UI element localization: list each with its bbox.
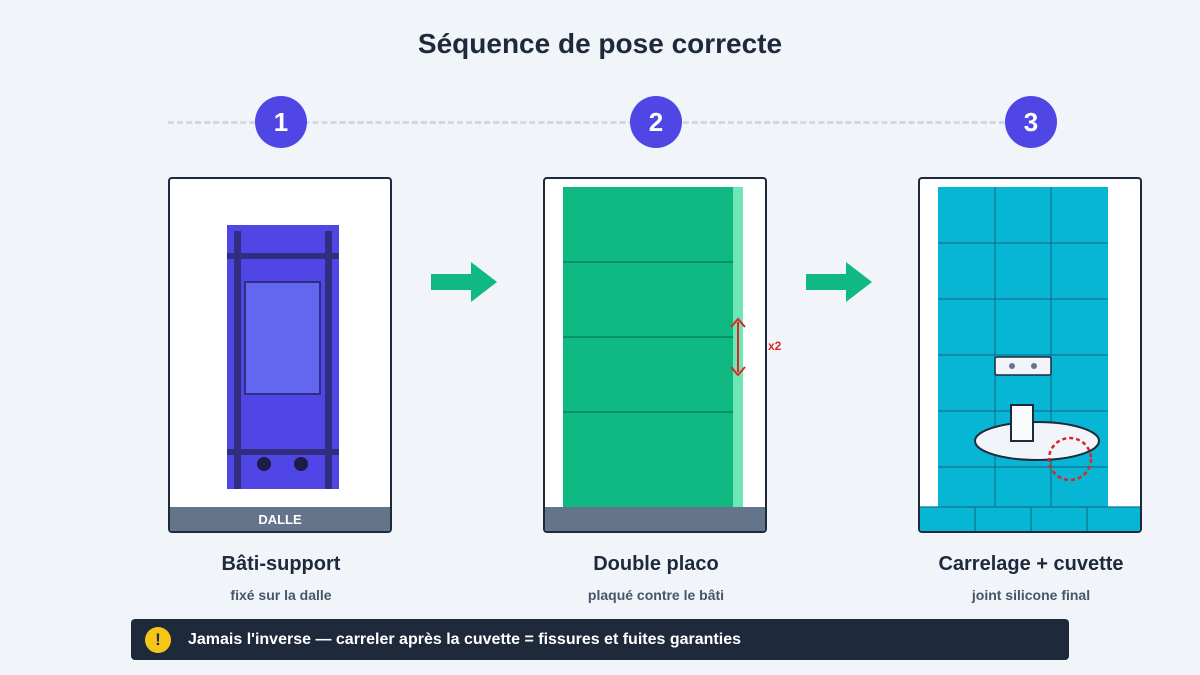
thickness-label: x2 [768,339,782,353]
fixing-hole-right [294,457,308,471]
step-2-sublabel: plaqué contre le bâti [587,587,725,603]
slab-label: DALLE [258,512,302,527]
flush-plate [994,356,1052,376]
step-1-label: Bâti-support [221,553,341,575]
plasterboard-layer-1 [563,187,733,507]
frame-crossbar-top [227,253,339,259]
warning-text: Jamais l'inverse — carreler après la cuv… [188,630,741,648]
frame-upright-left [234,231,241,489]
thickness-arrow [730,317,746,377]
step-2-label: Double placo [593,553,719,575]
frame-crossbar-bottom [227,449,339,455]
cistern-panel [244,281,321,395]
step-1-badge: 1 [255,96,307,148]
warning-icon: ! [145,626,171,653]
right-arrow-icon [806,262,872,302]
step-1-illustration: DALLE [168,177,392,533]
step-2-illustration [543,177,767,533]
right-arrow-icon [431,262,497,302]
toilet-bowl [974,404,1100,461]
step-1-sublabel: fixé sur la dalle [230,587,332,603]
timeline-line [168,121,1032,124]
fixing-hole-left [257,457,271,471]
step-3-badge: 3 [1005,96,1057,148]
step-2-badge: 2 [630,96,682,148]
step-3-sublabel: joint silicone final [971,587,1091,603]
slab [545,507,765,531]
frame-upright-right [325,231,332,489]
silicone-joint-callout [1047,436,1093,482]
warning-banner: ! Jamais l'inverse — carreler après la c… [131,619,1069,660]
tiled-floor [920,507,1140,531]
step-3-illustration [918,177,1142,533]
slab [170,507,390,531]
page-title: Séquence de pose correcte [417,28,783,59]
step-3-label: Carrelage + cuvette [938,553,1124,575]
